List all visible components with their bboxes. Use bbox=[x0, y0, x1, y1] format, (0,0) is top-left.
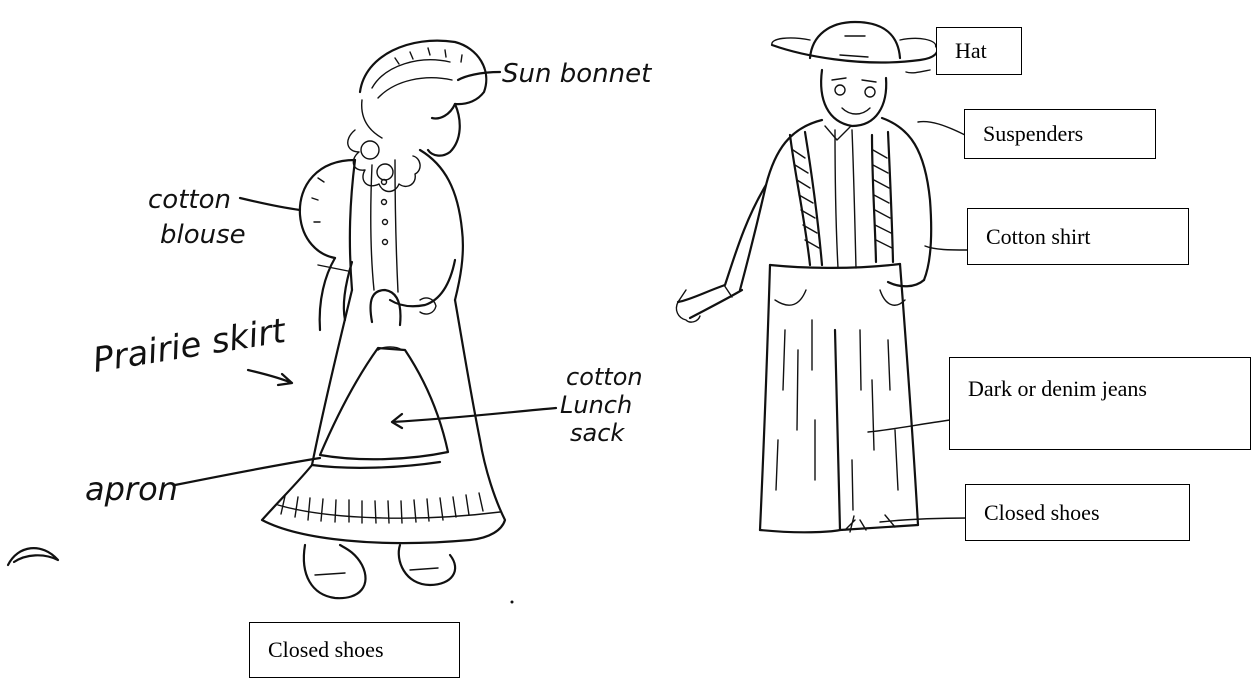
label-suspenders: Suspenders bbox=[983, 121, 1083, 147]
label-closed-shoes-boy: Closed shoes bbox=[984, 500, 1100, 526]
label-closed-shoes-girl: Closed shoes bbox=[268, 637, 384, 663]
label-box-closed-shoes-girl: Closed shoes bbox=[249, 622, 460, 678]
label-cotton-shirt: Cotton shirt bbox=[986, 224, 1091, 250]
label-lunch-3: sack bbox=[570, 419, 625, 447]
line-jeans bbox=[868, 420, 950, 432]
label-lunch-1: cotton bbox=[566, 363, 643, 391]
label-cotton-blouse-2: blouse bbox=[160, 220, 246, 250]
label-box-jeans: Dark or denim jeans bbox=[949, 357, 1251, 450]
label-sun-bonnet: Sun bonnet bbox=[502, 59, 652, 89]
label-hat: Hat bbox=[955, 38, 987, 64]
girl-figure bbox=[262, 41, 505, 599]
line-suspenders bbox=[918, 122, 965, 135]
stray-mark bbox=[8, 548, 58, 565]
arrow-sun-bonnet bbox=[458, 72, 500, 80]
line-hat bbox=[906, 70, 930, 73]
label-cotton-blouse-1: cotton bbox=[148, 185, 231, 215]
label-box-suspenders: Suspenders bbox=[964, 109, 1156, 159]
line-closed-shoes bbox=[880, 518, 968, 522]
label-jeans: Dark or denim jeans bbox=[968, 376, 1147, 402]
label-box-closed-shoes-boy: Closed shoes bbox=[965, 484, 1190, 541]
ink-dot bbox=[511, 601, 514, 604]
boy-figure bbox=[676, 22, 937, 532]
label-prairie-skirt: Prairie skirt bbox=[90, 311, 290, 381]
label-lunch-2: Lunch bbox=[560, 391, 632, 419]
label-box-cotton-shirt: Cotton shirt bbox=[967, 208, 1189, 265]
arrow-cotton-blouse bbox=[240, 198, 300, 210]
label-box-hat: Hat bbox=[936, 27, 1022, 75]
arrow-prairie-skirt bbox=[248, 370, 292, 385]
label-apron: apron bbox=[85, 470, 178, 508]
